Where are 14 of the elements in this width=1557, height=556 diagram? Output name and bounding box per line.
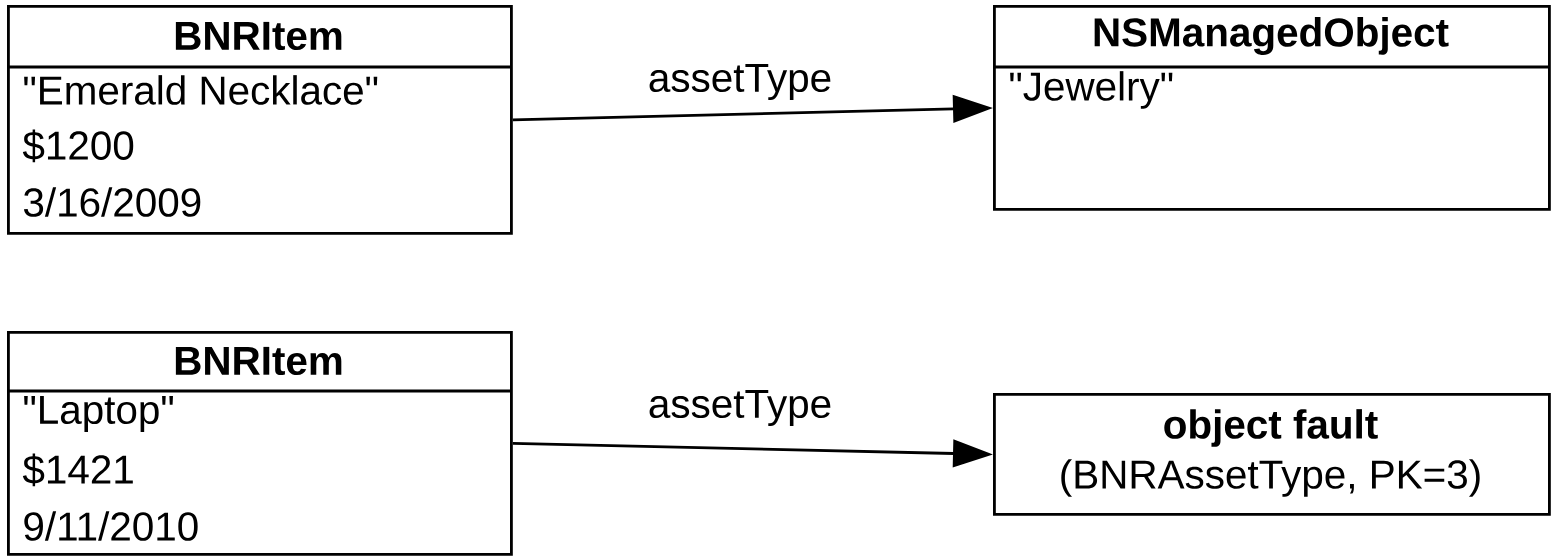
attribute-value: 9/11/2010 [24,511,198,541]
class-name: BNRItem [175,346,342,376]
class-name: NSManagedObject [1094,17,1449,55]
attribute-value: 3/16/2009 [23,187,201,217]
attribute-value: $1200 [22,129,134,163]
edge-label: assetType [646,62,834,102]
attribute-value: "Laptop" [24,395,173,433]
fault-title: object fault [1164,409,1378,447]
attribute-value: $1421 [22,453,133,487]
attribute-value: "Jewelry" [1010,71,1173,109]
edge-label: assetType [646,388,834,428]
attribute-value: "Emerald Necklace" [24,75,378,105]
class-name: BNRItem [175,21,342,51]
fault-detail: (BNRAssetType, PK=3) [1061,459,1480,497]
